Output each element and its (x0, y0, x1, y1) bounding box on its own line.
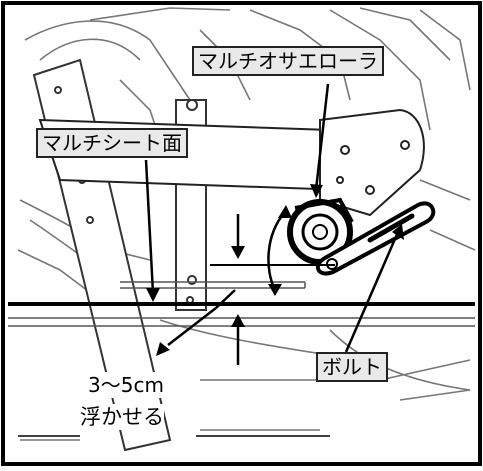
float-amount-label: 3〜5cm (88, 372, 164, 398)
bolt-callout: ボルト (316, 352, 388, 382)
sheet-surface-callout: マルチシート面 (36, 128, 188, 158)
leader-arrows (144, 83, 404, 356)
mulch-roller (287, 197, 354, 265)
roller-housing (319, 108, 425, 217)
gap-indicator (231, 214, 245, 365)
rotation-arrow (267, 205, 292, 296)
ground-lines (8, 264, 475, 327)
roller-callout: マルチオサエローラ (192, 46, 384, 76)
float-verb-label: 浮かせる (80, 404, 164, 430)
